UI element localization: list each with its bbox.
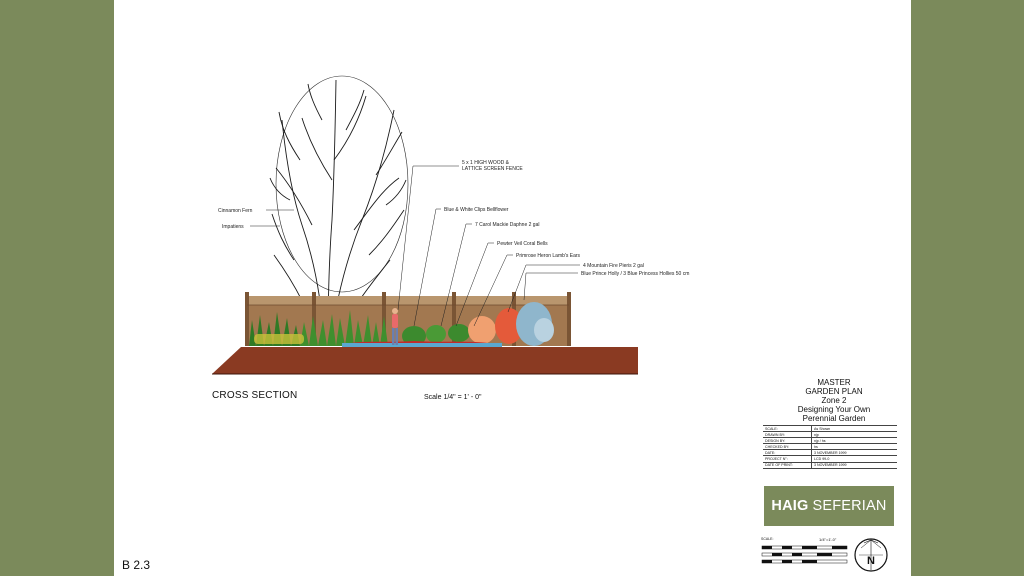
north-arrow-icon [854, 538, 888, 572]
label-bellflower: Blue & White Clips Bellflower [444, 207, 509, 213]
row-value: 3 NOVEMBER 1999 [811, 461, 897, 469]
label-cinnamon-fern: Cinnamon Fern [218, 208, 253, 214]
planting-bed [249, 302, 554, 347]
cross-section-drawing: 5 x 1 HIGH WOOD & LATTICE SCREEN FENCE C… [212, 75, 888, 572]
label-fence-2: LATTICE SCREEN FENCE [462, 166, 523, 172]
row-key: DATE OF PRINT: [763, 461, 812, 469]
person-figure [392, 308, 398, 345]
label-coral-bells: Pewter Veil Coral Bells [497, 241, 548, 247]
label-leaders [250, 165, 580, 327]
label-daphne: 7 Carol Mackie Daphne 2 gal [475, 222, 539, 228]
label-impatiens: Impatiens [222, 224, 244, 230]
plan-title-line: Designing Your Own [797, 405, 871, 414]
drawing-sheet: 5 x 1 HIGH WOOD & LATTICE SCREEN FENCE C… [114, 0, 911, 576]
plan-title-line: GARDEN PLAN [805, 387, 863, 396]
scale-note: Scale 1/4" = 1' - 0" [424, 394, 482, 401]
graphic-scale-bar [761, 545, 848, 564]
soil-section [212, 347, 638, 374]
label-fence-1: 5 x 1 HIGH WOOD & [462, 160, 510, 166]
cross-section-title: CROSS SECTION [212, 390, 298, 401]
brand-rest: SEFERIAN [812, 498, 887, 514]
title-block-table: SCALE:As Shown DRAWN BY:njp DESIGN BY:nj… [763, 424, 897, 469]
sheet-number: B 2.3 [122, 558, 151, 572]
plan-title-line: Perennial Garden [802, 414, 866, 423]
north-label: N [867, 555, 875, 567]
plan-title-line: Zone 2 [821, 396, 847, 405]
brand-bold: HAIG [771, 498, 809, 514]
plan-title: MASTER GARDEN PLAN Zone 2 Designing Your… [779, 378, 889, 423]
scalebar-label: SCALE: [761, 537, 774, 541]
plan-title-line: MASTER [817, 378, 851, 387]
tree-crown [275, 75, 409, 293]
label-fire-pieris: 4 Mountain Fire Pieris 2 gal [583, 263, 644, 269]
label-hollies: Blue Prince Holly / 3 Blue Princess Holl… [581, 271, 689, 277]
table-row: DATE OF PRINT:3 NOVEMBER 1999 [763, 461, 897, 469]
label-lambs-ears: Primrose Heron Lamb's Ears [516, 253, 581, 259]
scalebar-value: 1/4"=1'-0" [819, 537, 837, 542]
brand-logo: HAIG SEFERIAN [764, 486, 894, 526]
